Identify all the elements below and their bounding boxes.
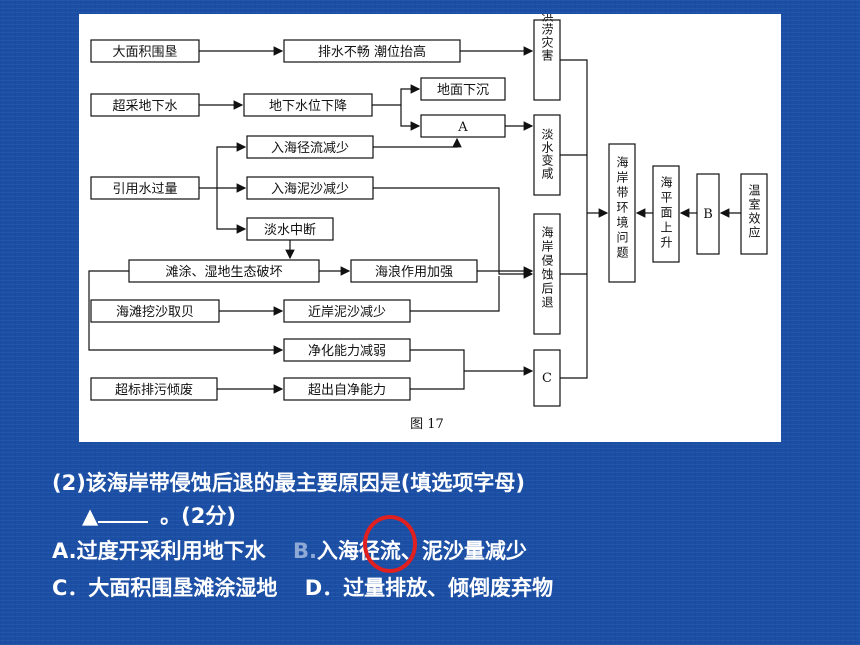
box-drainage: 排水不畅 潮位抬高 [283, 39, 461, 63]
svg-text:超标排污倾废: 超标排污倾废 [115, 382, 193, 398]
box-c: C [533, 349, 561, 407]
box-wetland-damage: 滩涂、湿地生态破坏 [128, 259, 320, 283]
svg-text:超采地下水: 超采地下水 [112, 99, 177, 114]
svg-text:地面下沉: 地面下沉 [437, 83, 489, 98]
box-subsidence: 地面下沉 [420, 77, 506, 101]
box-greenhouse: 温室效应 [740, 173, 768, 255]
box-self-purification: 超出自净能力 [283, 377, 411, 401]
option-c[interactable]: C．大面积围垦滩涂湿地 [52, 576, 278, 600]
svg-text:排水不畅 潮位抬高: 排水不畅 潮位抬高 [318, 44, 426, 60]
svg-text:超出自净能力: 超出自净能力 [308, 383, 386, 398]
box-b: B [696, 173, 720, 255]
question-prompt: (2)该海岸带侵蚀后退的最主要原因是(填选项字母) [52, 471, 526, 495]
option-b-text: 入海径流、泥沙量减少 [316, 539, 527, 563]
options-row-1: A.过度开采利用地下水 B.入海径流、泥沙量减少 [52, 535, 527, 565]
svg-text:近岸泥沙减少: 近岸泥沙减少 [308, 305, 386, 320]
box-groundwater-overuse: 超采地下水 [90, 93, 200, 117]
svg-text:入海泥沙减少: 入海泥沙减少 [271, 182, 349, 197]
diagram-figure: 大面积围垦 排水不畅 潮位抬高 超采地下水 地下水位下降 地面下沉 A 入海径流… [79, 14, 781, 442]
svg-text:B: B [703, 207, 713, 222]
box-freshwater-cutoff: 淡水中断 [246, 217, 334, 241]
svg-text:地下水位下降: 地下水位下降 [269, 99, 347, 114]
box-purification: 净化能力减弱 [283, 338, 411, 362]
svg-text:A: A [457, 120, 468, 135]
svg-text:海岸侵蚀后退: 海岸侵蚀后退 [540, 225, 554, 310]
box-sediment: 入海泥沙减少 [246, 176, 374, 200]
box-salinization: 淡水变咸 [533, 114, 561, 196]
flow-diagram: 大面积围垦 排水不畅 潮位抬高 超采地下水 地下水位下降 地面下沉 A 入海径流… [88, 14, 768, 432]
svg-text:入海径流减少: 入海径流减少 [271, 141, 349, 156]
score-note: 。(2分) [160, 504, 236, 528]
svg-text:海岸带环境问题: 海岸带环境问题 [615, 155, 629, 261]
option-b[interactable]: B.入海径流、泥沙量减少 [293, 535, 527, 565]
svg-text:淡水变咸: 淡水变咸 [540, 128, 554, 180]
svg-text:温室效应: 温室效应 [747, 184, 761, 240]
box-nearshore-sediment: 近岸泥沙减少 [283, 299, 411, 323]
option-a[interactable]: A.过度开采利用地下水 [52, 539, 266, 563]
box-beach-mining: 海滩挖沙取贝 [90, 299, 220, 323]
box-water-diversion: 引用水过量 [90, 176, 200, 200]
box-coastal-problem: 海岸带环境问题 [608, 143, 636, 283]
svg-text:滩涂、湿地生态破坏: 滩涂、湿地生态破坏 [165, 264, 282, 280]
svg-text:大面积围垦: 大面积围垦 [112, 45, 177, 60]
option-b-letter: B. [292, 539, 317, 563]
figure-caption: 图 17 [410, 417, 444, 432]
box-water-table: 地下水位下降 [243, 93, 373, 117]
svg-text:净化能力减弱: 净化能力减弱 [308, 344, 386, 359]
box-a: A [420, 114, 506, 138]
answer-circle-mark [363, 515, 417, 573]
options-row-2: C．大面积围垦滩涂湿地 D．过量排放、倾倒废弃物 [52, 572, 553, 602]
svg-text:引用水过量: 引用水过量 [112, 182, 177, 197]
svg-text:C: C [542, 371, 552, 386]
triangle-marker-icon: ▲ [82, 504, 99, 528]
svg-text:洪涝灾害: 洪涝灾害 [540, 14, 554, 62]
answer-blank [98, 505, 149, 523]
svg-text:海滩挖沙取贝: 海滩挖沙取贝 [116, 305, 194, 320]
box-wave-action: 海浪作用加强 [350, 259, 478, 283]
box-pollution: 超标排污倾废 [90, 377, 218, 401]
option-d[interactable]: D．过量排放、倾倒废弃物 [304, 576, 554, 600]
diagram-arrows [88, 46, 741, 394]
box-reclamation: 大面积围垦 [90, 39, 200, 63]
svg-text:海平面上升: 海平面上升 [659, 175, 673, 251]
box-runoff: 入海径流减少 [246, 135, 374, 159]
svg-text:海浪作用加强: 海浪作用加强 [375, 265, 453, 280]
question-answer-line: ▲ 。(2分) [82, 500, 236, 530]
box-flood: 洪涝灾害 [533, 14, 561, 101]
box-sea-level: 海平面上升 [652, 165, 680, 263]
svg-text:淡水中断: 淡水中断 [264, 223, 316, 238]
box-coast-erosion: 海岸侵蚀后退 [533, 213, 561, 335]
